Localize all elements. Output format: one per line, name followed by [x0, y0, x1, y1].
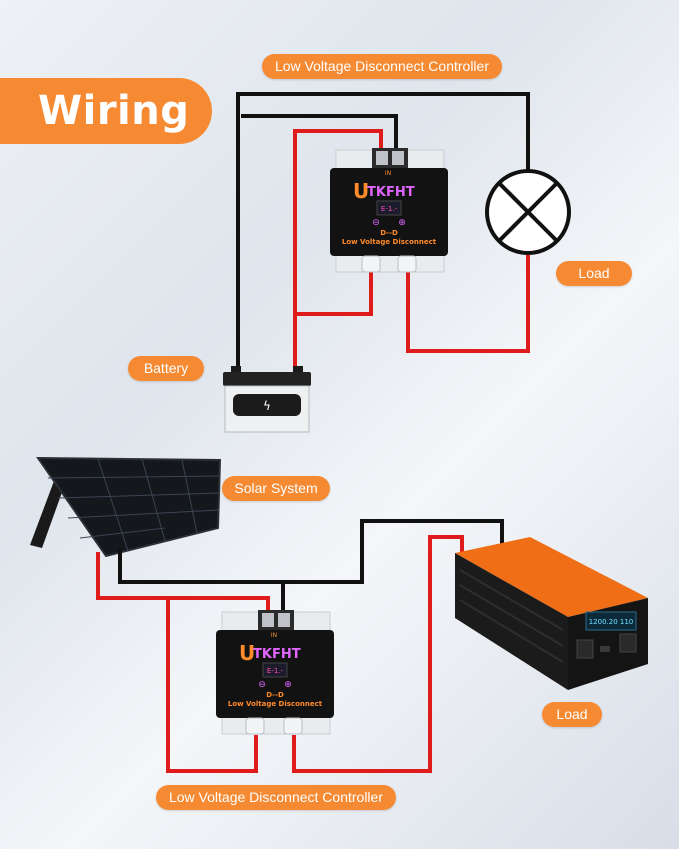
- minus-button: ⊖: [372, 218, 380, 228]
- bottom-load-label: Load: [542, 702, 602, 727]
- terminal-label: IN: [385, 170, 391, 177]
- inverter-display: [585, 611, 637, 631]
- controller-display: [262, 662, 288, 678]
- device-name: Low Voltage Disconnect: [342, 238, 437, 246]
- display-readout: E-1.-: [381, 205, 398, 213]
- ac-outlet-right: [619, 633, 637, 653]
- title-banner: [0, 78, 212, 144]
- ac-outlet-left: [576, 639, 594, 659]
- lamp-load: [485, 169, 571, 255]
- battery: ϟ: [223, 366, 311, 433]
- lightning-icon: ϟ: [263, 399, 271, 413]
- cable-gland-right: [283, 717, 303, 735]
- bottom-wires: [96, 519, 504, 773]
- bottom-wire-positive-out-left: [166, 598, 258, 773]
- top-wire-positive-load: [406, 254, 530, 353]
- bottom-wire-negative-solar: [118, 519, 504, 584]
- minus-button: ⊖: [258, 680, 266, 690]
- top-wires: [236, 92, 530, 370]
- brand-initial: U: [353, 179, 369, 203]
- brand-rest: TKFHT: [367, 185, 415, 200]
- bottom-controller: IN U TKFHT E-1.- ⊖ ⊕ D--D Low Voltage Di…: [216, 610, 334, 735]
- top-wire-positive-out: [297, 272, 373, 316]
- page-title: Wiring: [38, 88, 190, 134]
- display-readout: E-1.-: [267, 667, 284, 675]
- plus-button: ⊕: [398, 218, 406, 228]
- inverter-display-readout: 1200.20 110: [589, 618, 634, 626]
- bottom-controller-label: Low Voltage Disconnect Controller: [156, 785, 396, 810]
- bottom-wire-positive-load: [292, 535, 464, 773]
- terminal-label: IN: [271, 632, 277, 639]
- device-name: Low Voltage Disconnect: [228, 700, 323, 708]
- solar-system-label: Solar System: [222, 476, 330, 501]
- top-wire-negative-load: [236, 92, 530, 370]
- battery-label: Battery: [128, 356, 204, 381]
- mode-text: D--D: [380, 229, 398, 237]
- top-controller-label: Low Voltage Disconnect Controller: [262, 54, 502, 79]
- bottom-wire-positive-solar: [96, 552, 270, 612]
- top-controller: IN U TKFHT E-1.- ⊖ ⊕ D--D Low Voltage Di…: [330, 148, 448, 273]
- mode-text: D--D: [266, 691, 284, 699]
- cable-gland-left: [361, 255, 381, 273]
- brand-initial: U: [239, 641, 255, 665]
- controller-display: [376, 200, 402, 216]
- top-wire-positive-battery: [293, 129, 383, 370]
- solar-panel: [30, 456, 222, 558]
- plus-button: ⊕: [284, 680, 292, 690]
- cable-gland-right: [397, 255, 417, 273]
- cable-gland-left: [245, 717, 265, 735]
- top-load-label: Load: [556, 261, 632, 286]
- brand-rest: TKFHT: [253, 647, 301, 662]
- top-wire-negative-controller: [241, 114, 398, 150]
- inverter-load: 1200.20 110: [455, 537, 648, 690]
